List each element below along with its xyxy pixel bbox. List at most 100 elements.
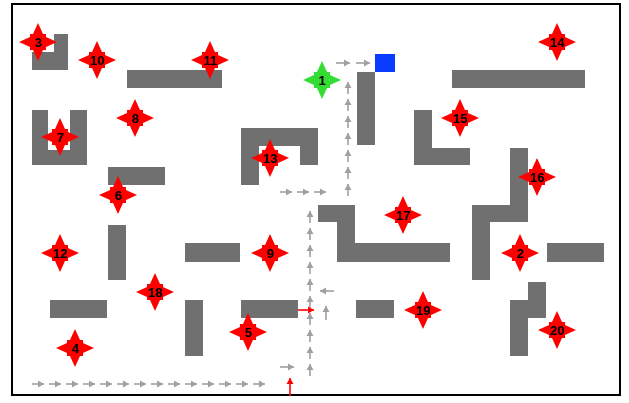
agent-marker: 17 [384,196,422,234]
marker-number: 6 [114,189,121,202]
path-arrow [323,306,330,320]
path-arrow [66,381,78,388]
path-arrow [168,381,180,388]
star-fill [41,234,79,272]
path-arrow [49,381,61,388]
arrow-head [307,313,314,319]
star-fill [251,234,289,272]
walls [32,34,604,356]
arrow-head [89,381,95,388]
arrow-head [259,381,265,388]
arrow-head [307,211,314,217]
star-fill [78,41,116,79]
arrow-head [345,82,352,88]
path-arrow [307,313,314,325]
star-fill [99,176,137,214]
arrow-head [303,189,309,196]
arrow-head [157,381,163,388]
arrow-head [307,330,314,336]
arrow-head [307,245,314,251]
path-arrow [280,364,294,371]
agent-marker: 11 [191,41,229,79]
wall [357,72,375,145]
path-arrow [320,288,334,295]
path-arrow [307,330,314,342]
arrow-head [287,378,294,384]
path-arrow [117,381,129,388]
path-arrow [280,189,292,196]
path-arrow [151,381,163,388]
path-arrow [253,381,265,388]
arrow-head [72,381,78,388]
arrow-head [307,347,314,353]
marker-number: 11 [203,54,217,67]
arrow-head [38,381,44,388]
arrow-head [345,133,352,139]
wall [510,300,528,356]
arrow-head [123,381,129,388]
arrow-head [344,60,350,67]
agent-marker: 18 [136,273,174,311]
path-arrow [345,82,352,94]
wall [547,243,604,262]
star-fill [136,273,174,311]
path-arrow [307,364,314,376]
path-arrow [307,296,314,308]
marker-number: 9 [266,247,273,260]
arrow-head [345,184,352,190]
wall [337,243,450,262]
star-fill [538,23,576,61]
path-arrow [307,347,314,359]
arrow-head [288,364,294,371]
agent-marker: 1 [303,61,341,99]
wall [300,128,318,165]
marker-number: 16 [530,171,544,184]
path-arrow [202,381,214,388]
wall [241,300,298,318]
path-arrow [345,133,352,145]
arrow-head [174,381,180,388]
path-arrow [297,189,309,196]
marker-number: 3 [34,36,41,49]
path-arrows [32,60,370,397]
star-fill [251,139,289,177]
path-arrow [298,307,314,314]
wall [472,205,490,280]
path-arrow [219,381,231,388]
path-arrow [314,189,326,196]
wall [356,300,394,318]
map-border [12,4,620,395]
star-fill [191,41,229,79]
marker-number: 10 [90,54,104,67]
marker-number: 20 [550,324,564,337]
agent-marker: 12 [41,234,79,272]
marker-number: 12 [53,247,67,260]
arrow-head [191,381,197,388]
agent-marker: 13 [251,139,289,177]
path-arrow [356,60,370,67]
arrow-head [345,150,352,156]
arrow-head [323,306,330,312]
agent-marker: 2 [501,234,539,272]
path-arrow [336,60,350,67]
arrow-head [307,279,314,285]
arrow-head [307,262,314,268]
arrow-head [308,307,314,314]
arrow-head [55,381,61,388]
star-fill [56,329,94,367]
path-arrow [307,279,314,291]
arrow-head [345,167,352,173]
agent-marker: 14 [538,23,576,61]
agent-marker: 5 [229,313,267,351]
agent-marker: 3 [19,23,57,61]
arrow-head [208,381,214,388]
wall [452,70,585,88]
path-arrow [83,381,95,388]
arrow-head [345,99,352,105]
marker-number: 19 [416,304,430,317]
star-fill [501,234,539,272]
marker-number: 2 [516,247,523,260]
marker-number: 17 [396,209,410,222]
agent-marker: 7 [41,118,79,156]
arrow-head [320,189,326,196]
